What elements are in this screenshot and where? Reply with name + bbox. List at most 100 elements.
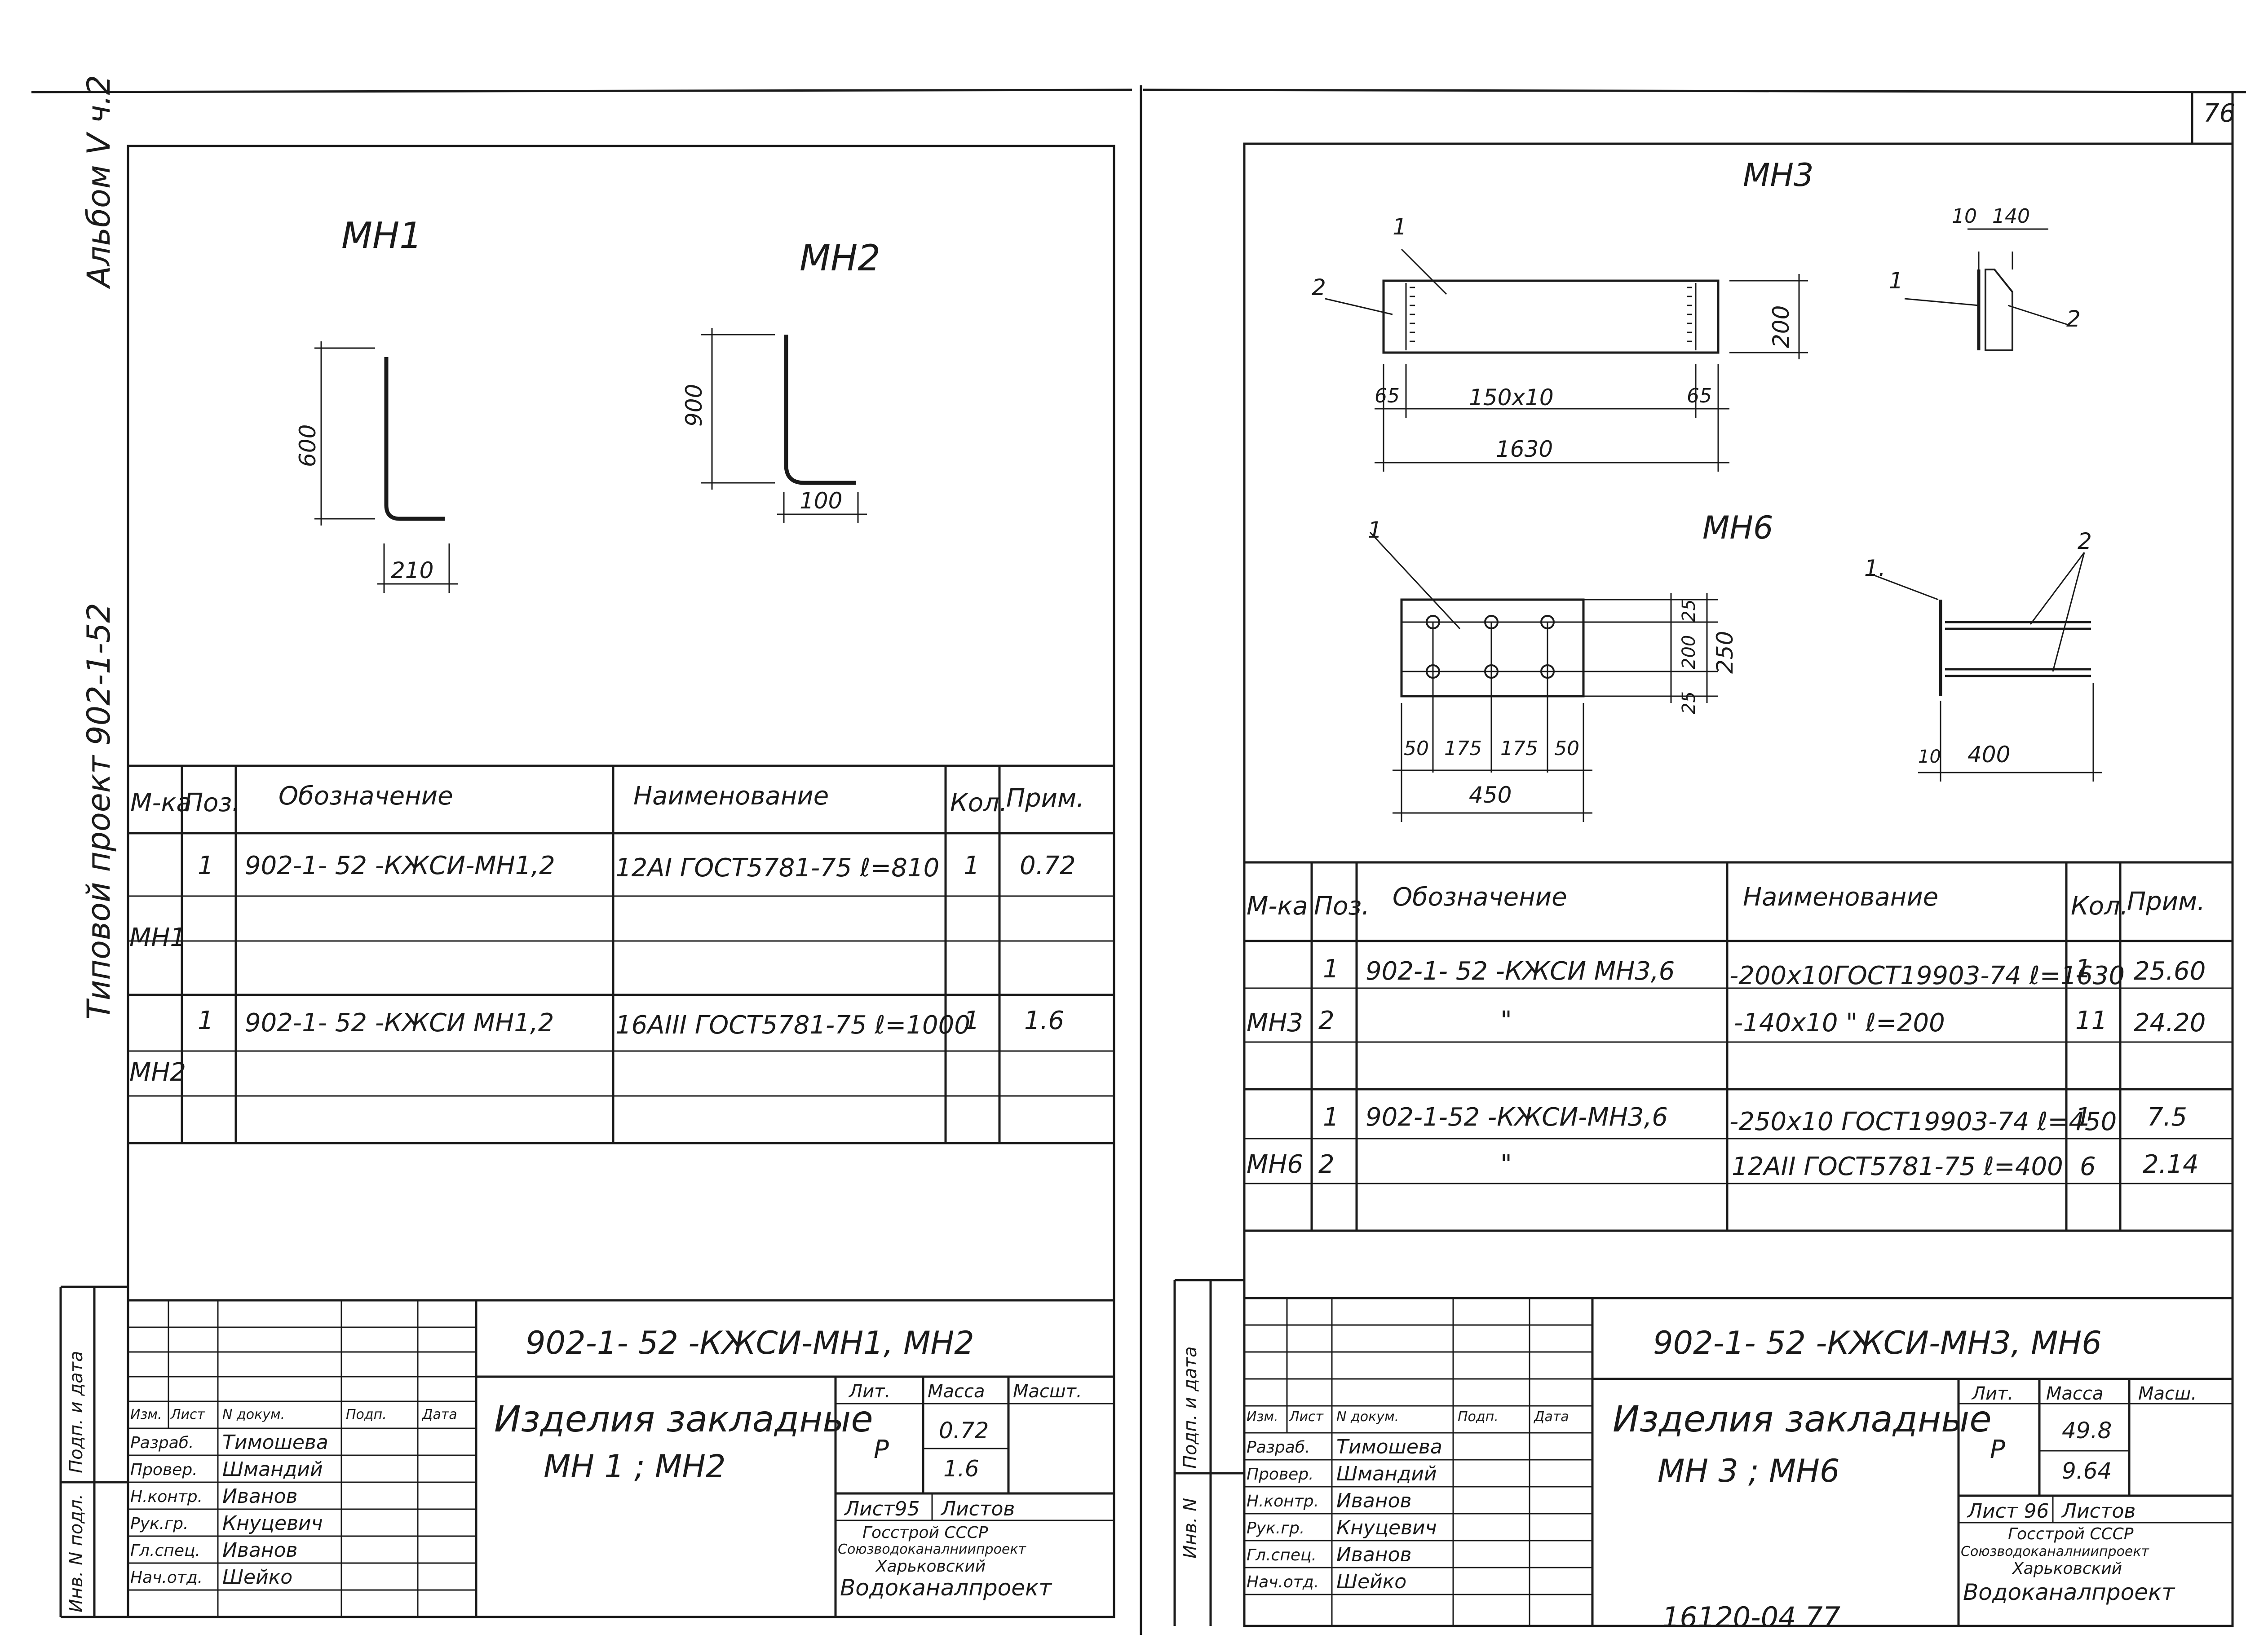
mn6-dim-200: 200 bbox=[1679, 635, 1699, 669]
left-tb-role-5: Гл.спец. bbox=[130, 1542, 200, 1560]
right-tb-mass-label: Масса bbox=[2046, 1383, 2104, 1404]
right-tb-mass-2: 9.64 bbox=[2062, 1458, 2112, 1484]
right-spec-r1-qty: 1 bbox=[2075, 954, 2091, 984]
right-spec-r2-pos: 2 bbox=[1318, 1006, 1335, 1035]
right-tb-col-date: Дата bbox=[1534, 1409, 1569, 1425]
right-spec-r5-note: 2.14 bbox=[2143, 1150, 2199, 1179]
right-spec-r1-name: -200х10ГОСТ19903-74 ℓ=1630 bbox=[1729, 961, 2125, 990]
right-stamp-sign: Подп. и дата bbox=[1180, 1346, 1201, 1469]
mn6-side-label-1: 1. bbox=[1864, 555, 1886, 581]
right-spec-r5-name: 12АII ГОСТ5781-75 ℓ=400 bbox=[1732, 1152, 2063, 1181]
left-stamp-sign: Подп. и дата bbox=[66, 1351, 87, 1473]
mn6-dim-10: 10 bbox=[1918, 746, 1941, 767]
right-tb-col-list: Лист bbox=[1289, 1409, 1324, 1425]
right-spec-r2-qty: 11 bbox=[2075, 1006, 2108, 1035]
right-tb-lit: Р bbox=[1990, 1435, 2005, 1464]
mn3-side-label-1: 1 bbox=[1889, 268, 1903, 294]
left-tb-col-sign: Подп. bbox=[346, 1407, 387, 1422]
right-tb-mass-1: 49.8 bbox=[2062, 1418, 2112, 1444]
left-tb-name-3: Иванов bbox=[222, 1485, 298, 1508]
left-spec-head-name: Наименование bbox=[633, 782, 829, 811]
mn6-dim-50-right: 50 bbox=[1554, 737, 1579, 760]
left-tb-sheet: Лист95 bbox=[844, 1497, 920, 1520]
left-tb-role-3: Н.контр. bbox=[130, 1488, 203, 1506]
mn3-dim-65-left: 65 bbox=[1375, 384, 1400, 407]
album-label: Альбом V ч.2 bbox=[80, 75, 117, 287]
mn6-title: МН6 bbox=[1702, 509, 1773, 546]
mn6-dim-25-bottom: 25 bbox=[1679, 691, 1699, 714]
mn6-dim-400: 400 bbox=[1967, 742, 2011, 768]
mn3-label-2: 2 bbox=[1312, 274, 1326, 300]
left-spec-mark-mn2: МН2 bbox=[129, 1058, 186, 1087]
right-tb-col-izm: Изм. bbox=[1247, 1409, 1278, 1425]
right-spec-r5-qty: 6 bbox=[2080, 1152, 2096, 1181]
left-tb-lit-label: Лит. bbox=[849, 1381, 891, 1402]
right-tb-title: Изделия закладные bbox=[1613, 1398, 1992, 1440]
right-tb-org-2: Союзводоканалниипроект bbox=[1961, 1544, 2149, 1559]
left-spec-r2-pos: 1 bbox=[198, 1006, 214, 1035]
right-spec-r4-pos: 1 bbox=[1323, 1103, 1339, 1132]
right-tb-org-4: Водоканалпроект bbox=[1963, 1579, 2175, 1605]
left-spec-r2-qty: 1 bbox=[964, 1006, 980, 1035]
mn6-dim-450: 450 bbox=[1469, 782, 1512, 808]
mn6-dim-175-a: 175 bbox=[1444, 737, 1482, 760]
right-tb-org-3: Харьковский bbox=[2012, 1559, 2122, 1578]
right-spec-r5-pos: 2 bbox=[1318, 1150, 1335, 1179]
mn3-dim-200: 200 bbox=[1768, 305, 1794, 348]
left-tb-mass-label: Масса bbox=[928, 1381, 985, 1402]
left-spec-head-pos: Поз. bbox=[184, 788, 240, 817]
mn3-side-label-2: 2 bbox=[2066, 306, 2081, 332]
right-spec-mark-mn3: МН3 bbox=[1247, 1008, 1304, 1038]
left-tb-code: 902-1- 52 -КЖСИ-МН1, МН2 bbox=[526, 1325, 974, 1361]
page-number: 76 bbox=[2203, 99, 2236, 128]
right-spec-head-qty: Кол. bbox=[2071, 892, 2128, 921]
left-tb-subtitle: МН 1 ; МН2 bbox=[544, 1448, 726, 1485]
mn2-dim-height: 900 bbox=[681, 384, 707, 427]
right-tb-role-3: Н.контр. bbox=[1247, 1492, 1319, 1511]
right-tb-sheets: Листов bbox=[2062, 1500, 2136, 1523]
mn1-dim-height: 600 bbox=[295, 424, 321, 467]
left-tb-scale-label: Масшт. bbox=[1013, 1381, 1082, 1402]
right-tb-col-doc: N докум. bbox=[1336, 1409, 1399, 1425]
mn3-dim-140: 140 bbox=[1992, 205, 2030, 228]
left-spec-r1-pos: 1 bbox=[198, 851, 214, 880]
mn2-dim-width: 100 bbox=[800, 488, 843, 514]
right-stamp-inv: Инв. N bbox=[1180, 1498, 1201, 1559]
mn6-dim-250: 250 bbox=[1712, 631, 1738, 674]
right-tb-sheet: Лист 96 bbox=[1967, 1500, 2049, 1523]
mn2-title: МН2 bbox=[800, 237, 881, 279]
left-tb-org-2: Союзводоканалниипроект bbox=[838, 1542, 1026, 1557]
right-tb-org-1: Госстрой СССР bbox=[2008, 1525, 2134, 1543]
left-spec-head-qty: Кол. bbox=[950, 788, 1008, 817]
right-tb-role-2: Провер. bbox=[1247, 1465, 1314, 1484]
left-spec-head-designation: Обозначение bbox=[279, 782, 453, 811]
right-tb-role-1: Разраб. bbox=[1247, 1438, 1310, 1457]
right-spec-r5-designation: " bbox=[1500, 1150, 1512, 1179]
right-tb-name-5: Иванов bbox=[1336, 1543, 1412, 1566]
right-spec-head-name: Наименование bbox=[1743, 883, 1939, 912]
left-spec-r2-designation: 902-1- 52 -КЖСИ МН1,2 bbox=[245, 1008, 554, 1038]
right-tb-name-2: Шмандий bbox=[1336, 1462, 1437, 1485]
right-spec-r2-designation: " bbox=[1500, 1006, 1512, 1035]
right-spec-r2-note: 24.20 bbox=[2134, 1008, 2206, 1038]
left-tb-name-1: Тимошева bbox=[222, 1431, 328, 1454]
right-tb-role-6: Нач.отд. bbox=[1247, 1573, 1319, 1591]
left-tb-col-doc: N докум. bbox=[222, 1407, 285, 1422]
mn3-dim-10: 10 bbox=[1952, 205, 1977, 228]
left-spec-r2-note: 1.6 bbox=[1024, 1006, 1065, 1035]
left-tb-org-4: Водоканалпроект bbox=[840, 1575, 1052, 1601]
mn1-dim-width: 210 bbox=[391, 557, 434, 583]
left-tb-name-5: Иванов bbox=[222, 1539, 298, 1562]
left-tb-role-2: Провер. bbox=[130, 1461, 198, 1479]
left-tb-name-2: Шмандий bbox=[222, 1458, 323, 1481]
mn6-side-label-2: 2 bbox=[2078, 528, 2092, 554]
right-spec-r1-pos: 1 bbox=[1323, 954, 1339, 984]
left-spec-mark-mn1: МН1 bbox=[129, 923, 186, 952]
left-spec-r1-designation: 902-1- 52 -КЖСИ-МН1,2 bbox=[245, 851, 555, 880]
right-tb-scale-label: Масш. bbox=[2138, 1383, 2197, 1404]
mn3-label-1: 1 bbox=[1393, 214, 1407, 240]
left-tb-col-list: Лист bbox=[171, 1407, 205, 1422]
mn6-dim-50-left: 50 bbox=[1404, 737, 1429, 760]
left-stamp-inv: Инв. N подл. bbox=[66, 1493, 87, 1612]
